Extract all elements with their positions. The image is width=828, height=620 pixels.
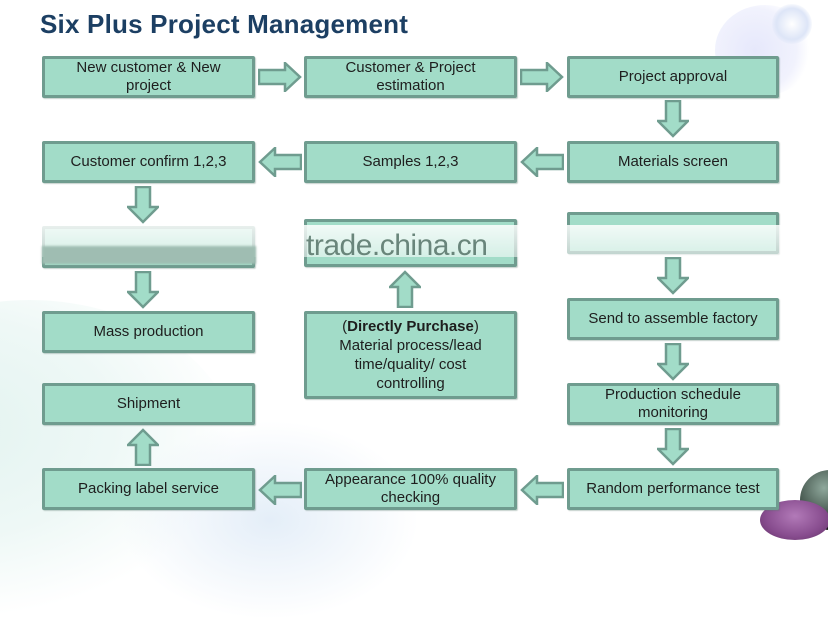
step-send-to-factory: Send to assemble factory (567, 298, 779, 340)
step-mass-production: Mass production (42, 311, 255, 353)
step-random-test: Random performance test (567, 468, 779, 510)
step-directly-purchase: (Directly Purchase) Material process/lea… (304, 311, 517, 399)
step-customer-confirm: Customer confirm 1,2,3 (42, 141, 255, 183)
arrow-left-icon (520, 147, 564, 177)
step-label: Project approval (618, 68, 728, 85)
arrow-down-icon (127, 271, 159, 309)
arrow-up-icon (389, 270, 421, 308)
step-estimation: Customer & Project estimation (304, 56, 517, 98)
step-new-customer: New customer & New project (42, 56, 255, 98)
watermark-band-shade (42, 246, 256, 264)
step-shipment: Shipment (42, 383, 255, 425)
arrow-down-icon (657, 257, 689, 295)
arrow-down-icon (657, 100, 689, 138)
step-label: Customer confirm 1,2,3 (70, 153, 227, 170)
arrow-down-icon (127, 186, 159, 224)
arrow-right-icon (520, 62, 564, 92)
step-label: Samples 1,2,3 (362, 153, 459, 170)
step-label-bold: Directly Purchase (347, 318, 474, 335)
step-label: Shipment (116, 395, 181, 412)
step-appearance-check: Appearance 100% quality checking (304, 468, 517, 510)
step-label-paren: ( (342, 318, 348, 335)
step-label: Mass production (93, 323, 204, 340)
decorative-bubble (772, 4, 812, 44)
step-label: Appearance 100% quality checking (325, 471, 496, 506)
step-schedule-monitoring: Production schedule monitoring (567, 383, 779, 425)
arrow-left-icon (520, 475, 564, 505)
arrow-left-icon (258, 475, 302, 505)
step-label: Random performance test (586, 480, 760, 497)
arrow-left-icon (258, 147, 302, 177)
step-hidden-right (567, 212, 779, 254)
step-samples: Samples 1,2,3 (304, 141, 517, 183)
step-project-approval: Project approval (567, 56, 779, 98)
step-label: New customer & New project (76, 59, 221, 94)
watermark: trade.china.cn (306, 229, 488, 262)
arrow-right-icon (258, 62, 302, 92)
step-label: Material process/lead time/quality/ cost… (339, 337, 482, 392)
arrow-down-icon (657, 343, 689, 381)
step-label: Materials screen (617, 153, 729, 170)
arrow-down-icon (657, 428, 689, 466)
step-label: Production schedule monitoring (605, 386, 741, 421)
arrow-up-icon (127, 428, 159, 466)
page-title: Six Plus Project Management (40, 9, 409, 39)
step-label: Packing label service (78, 480, 219, 497)
step-materials-screen: Materials screen (567, 141, 779, 183)
step-packing-label: Packing label service (42, 468, 255, 510)
step-label: Send to assemble factory (588, 310, 758, 327)
step-label-paren: ) (473, 318, 479, 335)
background-swirl (120, 420, 420, 620)
step-label: Customer & Project estimation (345, 59, 476, 94)
